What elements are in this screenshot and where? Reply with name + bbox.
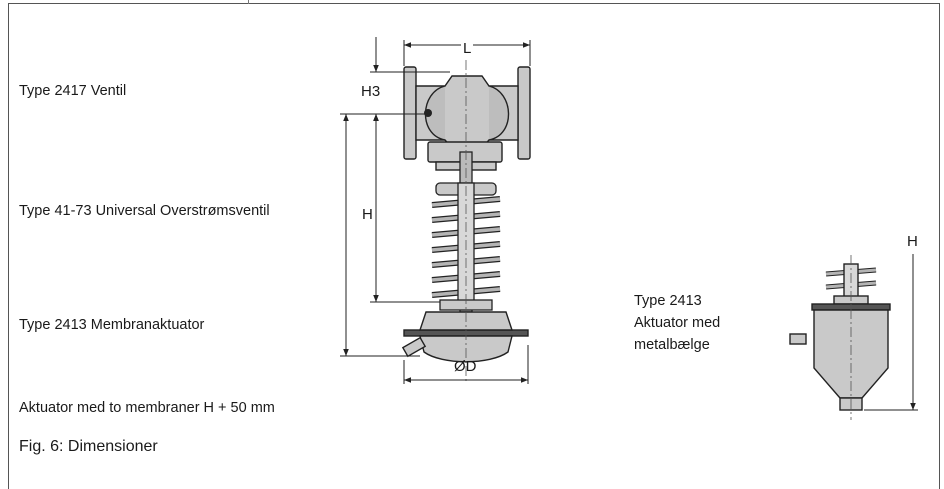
dim-label-L: L [461,40,474,57]
label-two-membranes: Aktuator med to membraner H + 50 mm [19,400,275,416]
valve-plug-marker [424,109,432,117]
dim-label-H: H [362,206,373,223]
bellows-line-3: metalbælge [634,337,710,353]
label-actuator: Type 2413 Membranaktuator [19,317,205,333]
bellows-actuator-drawing [789,263,891,411]
dim-H-right [864,254,918,411]
dim-label-D: ØD [454,358,477,375]
label-valve: Type 2417 Ventil [19,83,127,99]
label-overflow-valve: Type 41-73 Universal Overstrømsventil [19,203,270,219]
figure-caption: Fig. 6: Dimensioner [19,438,158,455]
dim-D [403,345,529,384]
bellows-line-2: Aktuator med [634,315,721,331]
frame-tick [248,0,249,4]
figure-frame [8,3,940,489]
dim-label-H-right: H [907,233,918,250]
bellows-line-1: Type 2413 [634,293,702,309]
membrane-actuator [401,311,529,363]
label-bellows-actuator: Type 2413 Aktuator med metalbælge [634,290,720,356]
dim-H [340,113,440,357]
dim-label-H3: H3 [361,83,381,100]
